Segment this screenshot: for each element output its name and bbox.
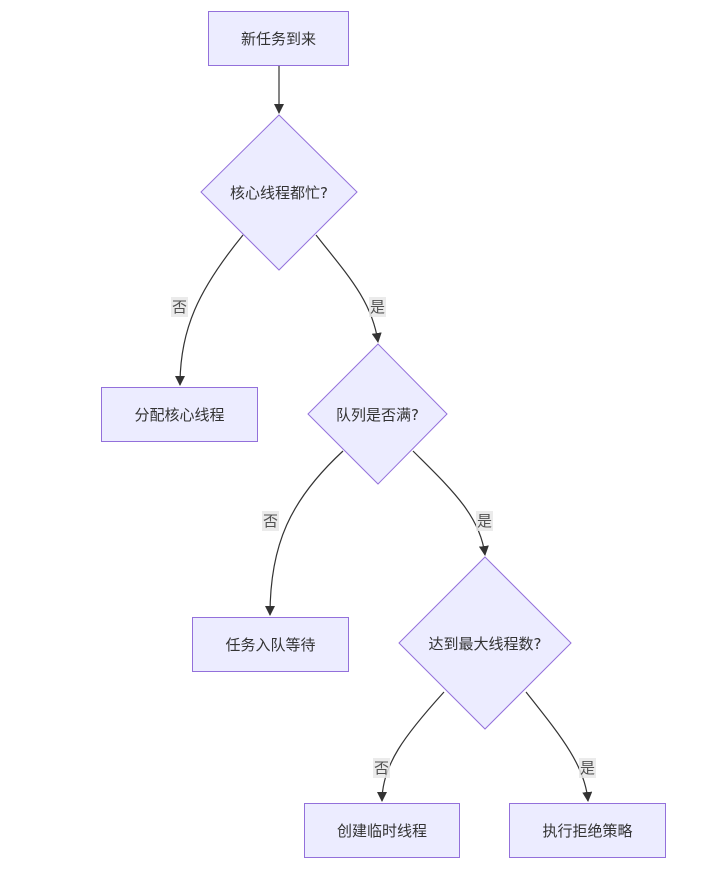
edge-label-max-threads-no: 否 — [373, 758, 391, 778]
edge-max-threads-to-reject — [525, 691, 593, 802]
node-reject: 执行拒绝策略 — [509, 803, 666, 858]
node-enqueue: 任务入队等待 — [192, 617, 349, 672]
node-reject-label: 执行拒绝策略 — [542, 822, 633, 840]
edge-label-queue-full-yes: 是 — [476, 511, 494, 531]
decision-max-threads-shape — [398, 556, 572, 730]
edge-queue-full-to-max-threads — [412, 450, 489, 556]
edge-max-threads-to-create-temp — [377, 691, 445, 802]
edge-core-busy-to-assign-core — [175, 234, 244, 386]
node-create-temp-label: 创建临时线程 — [336, 822, 427, 840]
node-assign-core-label: 分配核心线程 — [134, 406, 225, 424]
decision-queue-full-label: 队列是否满? — [336, 405, 419, 424]
node-assign-core: 分配核心线程 — [101, 387, 258, 442]
edge-label-core-busy-no: 否 — [171, 297, 189, 317]
decision-core-busy-shape — [200, 114, 358, 271]
decision-queue-full-shape — [307, 343, 448, 485]
decision-max-threads-label: 达到最大线程数? — [428, 634, 542, 653]
decision-core-busy-label: 核心线程都忙? — [230, 183, 328, 202]
edge-label-core-busy-yes: 是 — [369, 297, 387, 317]
edge-queue-full-to-enqueue — [265, 450, 344, 616]
node-start-label: 新任务到来 — [240, 30, 316, 48]
edge-label-queue-full-no: 否 — [262, 511, 280, 531]
node-enqueue-label: 任务入队等待 — [225, 636, 316, 654]
edge-label-max-threads-yes: 是 — [579, 758, 597, 778]
node-create-temp: 创建临时线程 — [304, 803, 460, 858]
node-start: 新任务到来 — [208, 11, 349, 66]
edge-core-busy-to-queue-full — [315, 234, 382, 343]
